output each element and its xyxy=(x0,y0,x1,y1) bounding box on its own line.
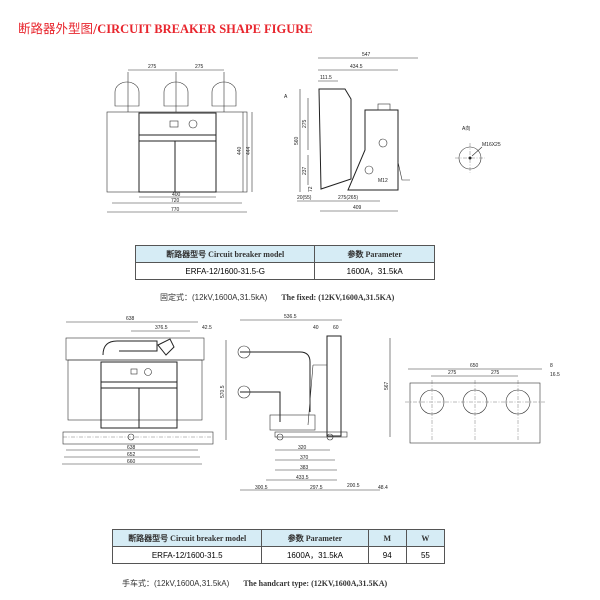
dimension-label: 720 xyxy=(171,198,180,204)
dimension-label: ERFA-12/1600-31.5-G xyxy=(134,262,316,280)
dimension-label: 275 xyxy=(148,64,157,70)
dimension-label: 参数 Parameter xyxy=(314,245,435,263)
dimension-label: 1600A，31.5kA xyxy=(261,546,369,564)
dimension-label: 断路器型号 Circuit breaker model xyxy=(111,529,263,547)
dimension-label: A向 xyxy=(462,125,470,132)
dimension-label: 297.5 xyxy=(310,485,323,491)
dimension-label: 383 xyxy=(300,465,309,471)
dimension-label: W xyxy=(405,529,446,547)
fixed-front-view: 275 275 400 720 770 440 444 xyxy=(106,64,253,213)
dimension-label: 409 xyxy=(353,205,362,211)
handcart-plan-view: 650 275 275 8 16.5 xyxy=(405,363,560,444)
dimension-label: 370 xyxy=(300,455,309,461)
page-title: 断路器外型图/CIRCUIT BREAKER SHAPE FIGURE xyxy=(18,18,313,37)
dimension-label: 200.5 xyxy=(347,483,360,489)
dimension-label: 1600A，31.5kA xyxy=(314,262,435,280)
detail-a-view: A向 M16X25 xyxy=(455,125,501,173)
dimension-label: 275 xyxy=(302,119,308,128)
handcart-front-view: 638 376.5 42.5 638 652 660 xyxy=(62,316,214,465)
dimension-label: 8 xyxy=(550,363,553,369)
dimension-label: 275 xyxy=(195,64,204,70)
dimension-label: 536.5 xyxy=(284,314,297,320)
dimension-label: 444 xyxy=(246,146,252,155)
dimension-label: 48.4 xyxy=(378,485,388,491)
dimension-label: 570.5 xyxy=(220,385,226,398)
dimension-label: The fixed: (12KV,1600A,31.5KA) xyxy=(281,293,395,302)
dimension-label: 560 xyxy=(294,136,300,145)
dimension-label: 固定式：(12kV,1600A,31.5kA) xyxy=(160,293,268,302)
dimension-label: 660 xyxy=(127,459,136,465)
dimension-label: 275 xyxy=(448,370,457,376)
dimension-label: A xyxy=(284,94,288,100)
dimension-label: 638 xyxy=(126,316,135,322)
dimension-label: 40 xyxy=(313,325,319,331)
dimension-label: 434.5 xyxy=(350,64,363,70)
dimension-label: 275(265) xyxy=(338,195,358,201)
dimension-label: 770 xyxy=(171,207,180,213)
dimension-label: 手车式：(12kV,1600A,31.5kA) xyxy=(122,579,230,588)
dimension-label: 320 xyxy=(298,445,307,451)
dimension-label: M16X25 xyxy=(482,142,501,148)
dimension-label: 20(55) xyxy=(297,195,312,201)
dimension-label: The handcart type: (12KV,1600A,31.5KA) xyxy=(243,579,388,588)
fixed-caption: 固定式：(12kV,1600A,31.5kA) The fixed: (12KV,… xyxy=(160,292,394,303)
dimension-label: 400 xyxy=(172,192,181,198)
handcart-caption: 手车式：(12kV,1600A,31.5kA) The handcart type… xyxy=(122,578,387,589)
dimension-label: 参数 Parameter xyxy=(261,529,369,547)
dimension-label: 433.5 xyxy=(296,475,309,481)
dimension-label: 237 xyxy=(302,166,308,175)
dimension-label: CIRCUIT BREAKER SHAPE FIGURE xyxy=(97,22,313,36)
dimension-label: 650 xyxy=(470,363,479,369)
dimension-label: 72 xyxy=(308,186,314,192)
dimension-label: 547 xyxy=(362,52,371,58)
handcart-side-view: 536.5 40 60 570.5 567 320 370 383 433.5 3… xyxy=(220,314,391,491)
dimension-label: 断路器外型图/ xyxy=(18,21,98,36)
fixed-side-view: 547 434.5 111.5 A 560 275 237 72 M12 20(… xyxy=(284,52,418,212)
dimension-label: 440 xyxy=(237,146,243,155)
dimension-label: 16.5 xyxy=(550,372,560,378)
dimension-label: ERFA-12/1600-31.5 xyxy=(111,546,263,564)
dimension-label: M xyxy=(367,529,407,547)
dimension-label: 652 xyxy=(127,452,136,458)
dimension-label: 断路器型号 Circuit breaker model xyxy=(134,245,316,263)
dimension-label: 94 xyxy=(367,546,407,564)
dimension-label: M12 xyxy=(378,178,388,184)
dimension-label: 55 xyxy=(405,546,446,564)
dimension-label: 275 xyxy=(491,370,500,376)
dimension-label: 111.5 xyxy=(320,75,332,81)
dimension-label: 42.5 xyxy=(202,325,212,331)
dimension-label: 638 xyxy=(127,445,136,451)
dimension-label: 567 xyxy=(384,381,390,390)
dimension-label: 376.5 xyxy=(155,325,168,331)
dimension-label: 300.5 xyxy=(255,485,268,491)
dimension-label: 60 xyxy=(333,325,339,331)
